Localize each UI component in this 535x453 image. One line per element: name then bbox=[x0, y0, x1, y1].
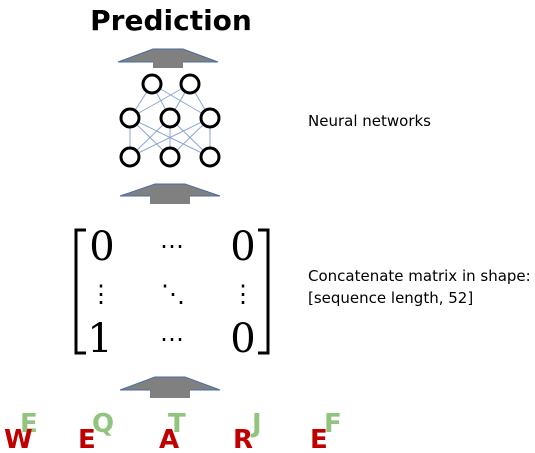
sequence-front-letter: A bbox=[159, 425, 179, 453]
sequence-back-letters: E Q T J F bbox=[20, 409, 342, 439]
matrix-shape-label-line2: [sequence length, 52] bbox=[308, 289, 473, 307]
up-arrow-icon bbox=[153, 55, 183, 68]
sequence-back-letter: J bbox=[250, 409, 262, 439]
matrix-center-ddots: ⋱ bbox=[161, 280, 185, 308]
matrix-left-vdots: ⋮ bbox=[89, 280, 113, 308]
neuron-node-icon bbox=[119, 107, 141, 129]
sequence-front-letter: E bbox=[310, 425, 328, 453]
neuron-node-icon bbox=[159, 146, 181, 168]
sequence-back-letter: Q bbox=[92, 409, 114, 439]
sequence-front-letter: W bbox=[4, 425, 33, 453]
matrix-right-vdots: ⋮ bbox=[231, 280, 255, 308]
matrix-top-hdots: ⋯ bbox=[160, 232, 184, 260]
network-edge bbox=[151, 83, 211, 119]
sequence-back-letter: F bbox=[324, 409, 342, 439]
prediction-title: Prediction bbox=[90, 4, 252, 37]
neural-networks-label: Neural networks bbox=[308, 112, 431, 130]
matrix-right-bracket bbox=[258, 228, 270, 355]
sequence-front-letters: W E A R E bbox=[4, 425, 328, 453]
up-arrow-icon bbox=[150, 190, 190, 204]
neuron-nodes bbox=[119, 73, 221, 168]
sequence-back-letter: T bbox=[168, 409, 186, 439]
neuron-node-icon bbox=[159, 107, 181, 129]
matrix-top-right: 0 bbox=[230, 224, 255, 270]
neuron-node-icon bbox=[141, 73, 163, 95]
up-arrow-icon bbox=[150, 384, 190, 398]
sequence-front-letter: R bbox=[233, 425, 253, 453]
sequence-back-letter: E bbox=[20, 409, 38, 439]
neuron-node-icon bbox=[199, 146, 221, 168]
network-edge bbox=[129, 117, 211, 158]
matrix-top-left: 0 bbox=[89, 224, 114, 270]
matrix-left-bracket bbox=[74, 228, 86, 355]
neuron-node-icon bbox=[199, 107, 221, 129]
sequence-front-letter: E bbox=[78, 425, 96, 453]
matrix-bottom-hdots: ⋯ bbox=[160, 325, 184, 353]
matrix-shape-label-line1: Concatenate matrix in shape: bbox=[308, 267, 531, 285]
neuron-node-icon bbox=[119, 146, 141, 168]
matrix-bottom-left: 1 bbox=[87, 316, 112, 362]
matrix-bottom-right: 0 bbox=[230, 316, 255, 362]
network-edge bbox=[129, 83, 191, 119]
neuron-node-icon bbox=[179, 73, 201, 95]
